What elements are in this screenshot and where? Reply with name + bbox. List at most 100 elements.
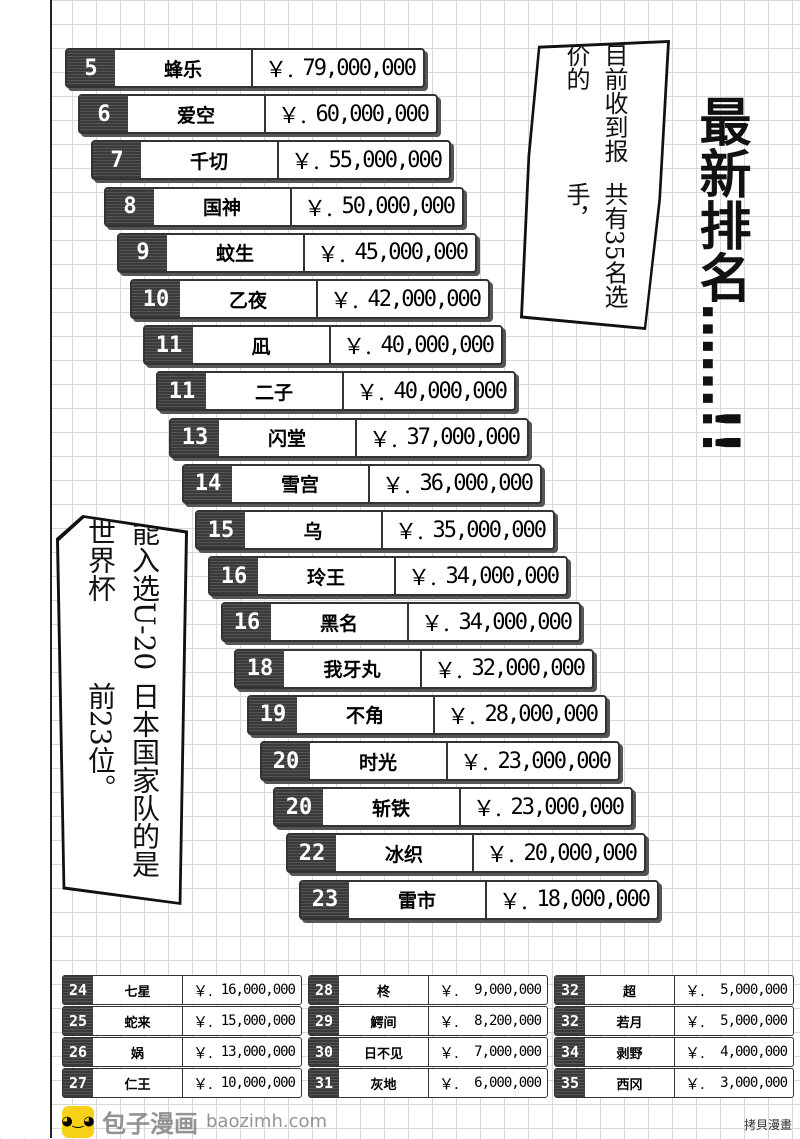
- player-name: 闪堂: [219, 419, 357, 456]
- yen-sign: ￥.: [421, 612, 450, 638]
- rank-badge: 34: [555, 1038, 585, 1066]
- price-cell: ￥.5,000,000: [675, 976, 793, 1004]
- ranking-row: 35 西冈 ￥.3,000,000: [554, 1068, 794, 1098]
- price-cell: ￥. 23,000,000: [461, 789, 631, 825]
- price-value: 23,000,000: [510, 794, 625, 820]
- price-cell: ￥.45,000,000: [305, 235, 475, 271]
- rank-badge: 32: [555, 1007, 585, 1035]
- yen-sign: ￥.: [473, 797, 502, 823]
- price-cell: ￥.10,000,000: [183, 1069, 301, 1097]
- price-value: 15,000,000: [220, 1013, 296, 1029]
- rank-badge: 14: [184, 465, 232, 502]
- ranking-row: 32 超 ￥.5,000,000: [554, 975, 794, 1005]
- watermark-url: baozimh.com: [206, 1111, 328, 1132]
- price-cell: ￥.18,000,000: [487, 882, 657, 918]
- rank-badge: 26: [63, 1038, 93, 1066]
- yen-sign: ￥.: [330, 289, 359, 314]
- player-name: 凪: [193, 327, 331, 364]
- ranking-row: 20 时光 ￥.23,000,000: [260, 741, 620, 781]
- price-value: 32,000,000: [471, 656, 586, 682]
- ranking-row: 22 冰织 ￥.20,000,000: [286, 833, 646, 874]
- price-value: 5,000,000: [720, 982, 788, 998]
- rank-badge: 20: [275, 789, 323, 826]
- ranking-row: 27 仁王 ￥.10,000,000: [62, 1068, 302, 1098]
- price-value: 8,200,000: [474, 1013, 542, 1029]
- price-value: 34,000,000: [445, 563, 560, 589]
- price-value: 60,000,000: [315, 101, 430, 127]
- ranking-row: 11 凪 ￥.40,000,000: [143, 325, 503, 366]
- rank-badge: 23: [301, 881, 349, 918]
- price-cell: ￥.6,000,000: [429, 1069, 547, 1097]
- ranking-row: 14 雪宫 ￥.36,000,000: [182, 463, 542, 504]
- player-name: 七星: [93, 976, 183, 1004]
- player-name: 冰织: [336, 835, 474, 872]
- price-cell: ￥.28,000,000: [435, 697, 605, 733]
- bubble-line: 能入选U-20世界杯: [84, 518, 161, 671]
- ranking-row: 32 若月 ￥.5,000,000: [554, 1006, 794, 1036]
- player-name: 娲: [93, 1038, 183, 1066]
- ranking-row: 11 二子 ￥.40,000,000: [156, 371, 516, 412]
- price-value: 35,000,000: [432, 517, 547, 543]
- ranking-row: 10 乙夜 ￥.42,000,000: [130, 279, 490, 319]
- price-value: 45,000,000: [354, 240, 469, 266]
- price-cell: ￥.34,000,000: [396, 558, 566, 594]
- yen-sign: ￥.: [439, 1074, 459, 1093]
- player-name: 时光: [310, 743, 448, 779]
- price-value: 9,000,000: [474, 982, 542, 998]
- ranking-row: 8 国神 ￥.50,000,000: [104, 186, 464, 227]
- yen-sign: ￥.: [685, 1012, 705, 1031]
- player-name: 二子: [206, 373, 344, 410]
- yen-sign: ￥.: [291, 150, 320, 176]
- speech-bubble-left: 能入选U-20世界杯日本国家队的是前23位。: [56, 515, 188, 905]
- player-name: 国神: [154, 188, 292, 225]
- rank-badge: 32: [555, 976, 585, 1004]
- price-value: 34,000,000: [458, 609, 573, 635]
- player-name: 灰地: [339, 1069, 429, 1097]
- ranking-row: 9 蚊生 ￥.45,000,000: [117, 232, 477, 273]
- ranking-row: 13 闪堂 ￥.37,000,000: [169, 417, 529, 458]
- player-name: 乌: [245, 512, 383, 548]
- price-value: 55,000,000: [328, 147, 443, 173]
- price-value: 36,000,000: [419, 471, 534, 497]
- price-cell: ￥.8,200,000: [429, 1007, 547, 1035]
- rank-badge: 11: [145, 327, 193, 364]
- price-cell: ￥.79,000,000: [253, 50, 423, 86]
- yen-sign: ￥.: [434, 658, 463, 684]
- bubble-line: 目前收到报价的: [562, 43, 628, 163]
- player-name: 鰐间: [339, 1007, 429, 1035]
- player-name: 千切: [141, 142, 279, 179]
- rank-badge: 35: [555, 1069, 585, 1097]
- ranking-row: 30 日不见 ￥.7,000,000: [308, 1037, 548, 1067]
- price-cell: ￥. 34,000,000: [409, 604, 579, 640]
- yen-sign: ￥.: [382, 473, 411, 499]
- ranking-row: 29 鰐间 ￥.8,200,000: [308, 1006, 548, 1036]
- price-cell: ￥.50,000,000: [292, 189, 462, 225]
- price-value: 7,000,000: [474, 1044, 542, 1060]
- ranking-row: 31 灰地 ￥.6,000,000: [308, 1068, 548, 1098]
- rank-badge: 18: [236, 650, 284, 687]
- rank-badge: 19: [249, 696, 297, 733]
- rank-badge: 29: [309, 1007, 339, 1035]
- price-cell: ￥.16,000,000: [183, 976, 301, 1004]
- rank-badge: 25: [63, 1007, 93, 1035]
- yen-sign: ￥.: [499, 889, 528, 915]
- rank-badge: 8: [106, 188, 154, 225]
- rank-badge: 11: [158, 373, 206, 410]
- ranking-row: 5 蜂乐 ￥.79,000,000: [65, 48, 425, 88]
- player-name: 蚊生: [167, 234, 305, 271]
- price-cell: ￥.60,000,000: [266, 96, 436, 132]
- rank-badge: 24: [63, 976, 93, 1004]
- rank-badge: 31: [309, 1069, 339, 1097]
- speech-bubble-right: 目前收到报价的共有35名选手，: [520, 40, 670, 330]
- ranking-row: 28 柊 ￥.9,000,000: [308, 975, 548, 1005]
- rank-badge: 6: [80, 96, 128, 133]
- yen-sign: ￥.: [343, 335, 372, 361]
- price-cell: ￥.3,000,000: [675, 1069, 793, 1097]
- ranking-row: 25 蛇来 ￥.15,000,000: [62, 1006, 302, 1036]
- yen-sign: ￥.: [265, 58, 294, 83]
- player-name: 斩铁: [323, 789, 461, 826]
- page-edge: [0, 0, 52, 1138]
- yen-sign: ￥.: [486, 843, 515, 869]
- yen-sign: ￥.: [439, 1043, 459, 1062]
- price-cell: ￥.37,000,000: [357, 420, 527, 456]
